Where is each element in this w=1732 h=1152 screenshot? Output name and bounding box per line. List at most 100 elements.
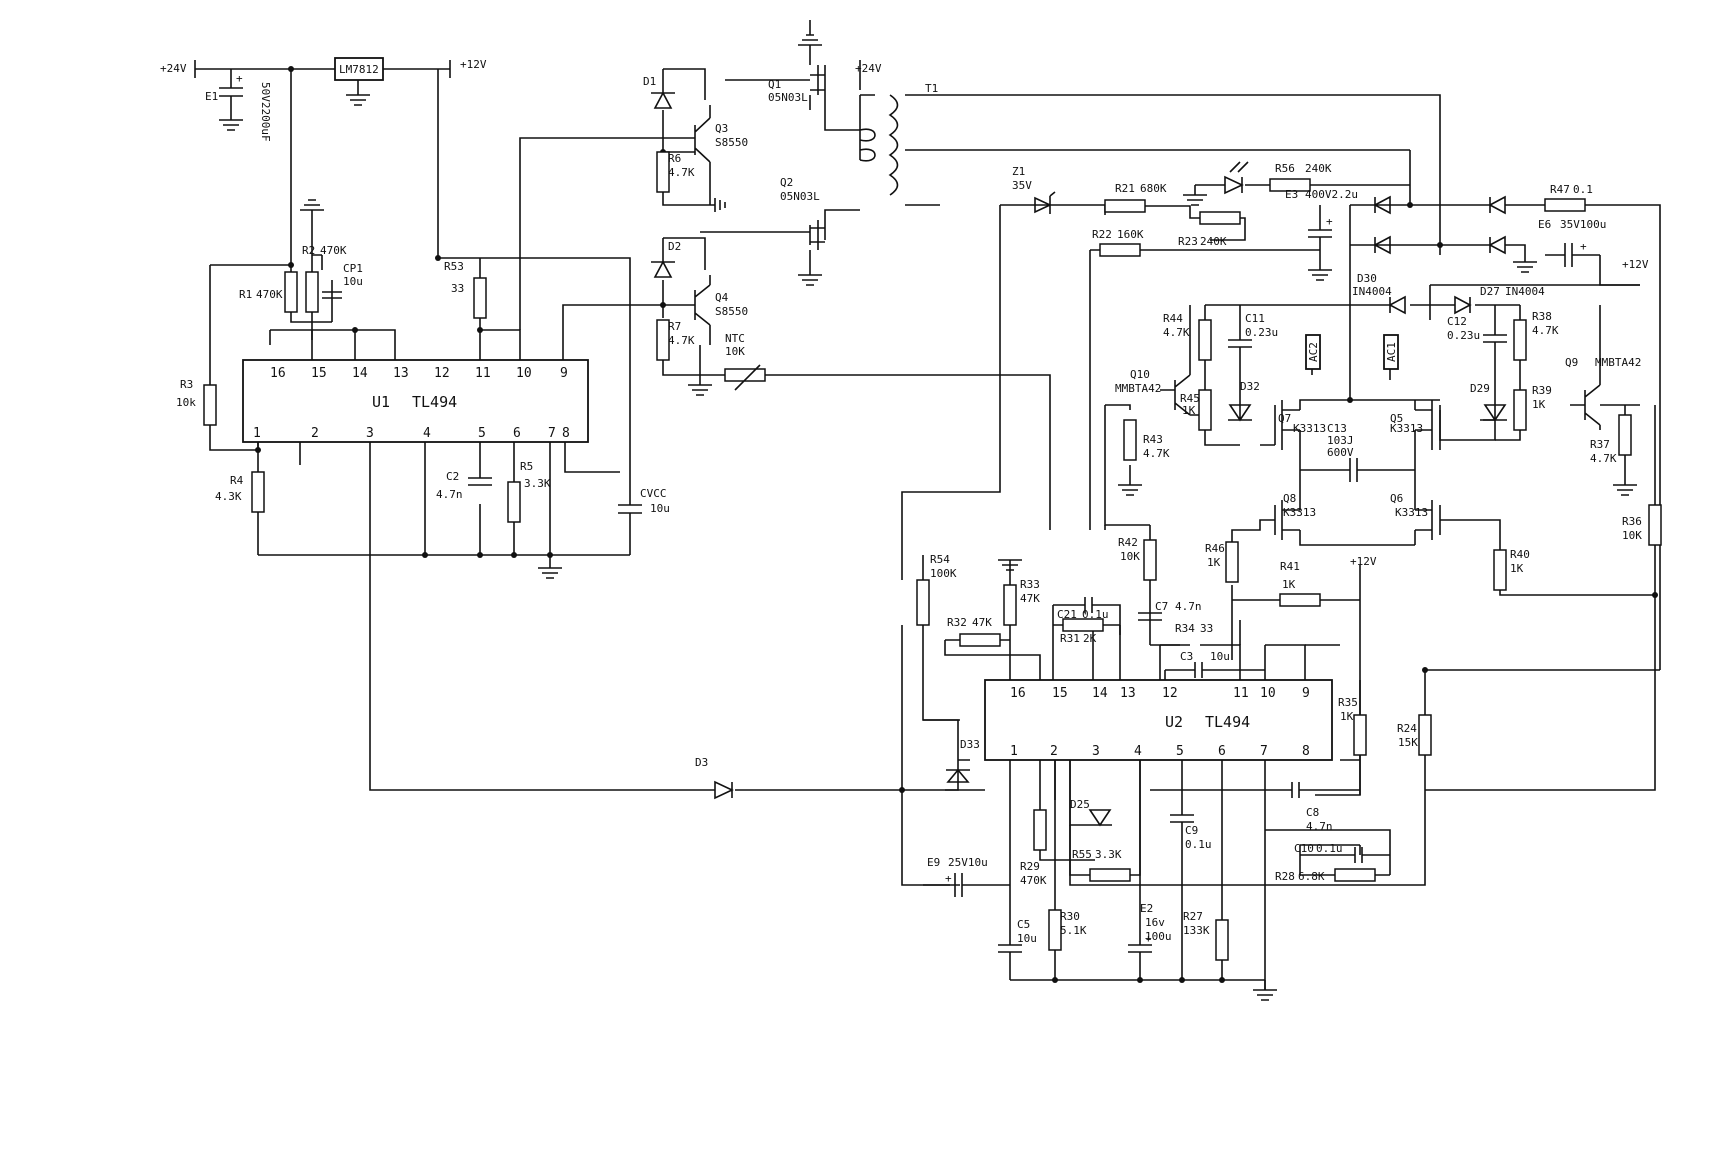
- R32-resistor: [959, 633, 1001, 647]
- C13-value: 103J: [1327, 434, 1354, 447]
- Q7-ref: Q7: [1278, 412, 1291, 425]
- R6-ref: R6: [668, 152, 681, 165]
- C10-ref: C10: [1294, 842, 1314, 855]
- R39-ref: R39: [1532, 384, 1552, 397]
- R21-ref: R21: [1115, 182, 1135, 195]
- u1-pin-6: 6: [513, 426, 521, 441]
- D27-value: IN4004: [1505, 285, 1545, 298]
- u1-section: LM7812 + E1 50V2200uF R1 470K R2 470K CP…: [160, 57, 700, 791]
- Q3-ref: Q3: [715, 122, 728, 135]
- R39-value: 1K: [1532, 398, 1546, 411]
- R34-value: 33: [1200, 622, 1213, 635]
- E9-value: 25V10u: [948, 856, 988, 869]
- R5-resistor: [507, 481, 521, 523]
- AC1-tag: [1383, 334, 1399, 370]
- R53-resistor: [473, 277, 487, 319]
- C13-value2: 600V: [1327, 446, 1354, 459]
- C12-value: 0.23u: [1447, 329, 1480, 342]
- R29-resistor: [1033, 809, 1047, 851]
- C8-ref: C8: [1306, 806, 1319, 819]
- u1-pin-13: 13: [393, 366, 409, 381]
- R45-resistor: [1198, 389, 1212, 431]
- R30-value: 5.1K: [1060, 924, 1087, 937]
- R41-ref: R41: [1280, 560, 1300, 573]
- E9-ref: E9: [927, 856, 940, 869]
- u2-name: U2: [1165, 713, 1183, 731]
- AC2-tag: [1305, 334, 1321, 370]
- svg-text:+: +: [1145, 932, 1152, 945]
- Q6-ref: Q6: [1390, 492, 1403, 505]
- R56-ref: R56: [1275, 162, 1295, 175]
- R46-ref: R46: [1205, 542, 1225, 555]
- R28-ref: R28: [1275, 870, 1295, 883]
- R35-resistor: [1353, 714, 1367, 756]
- R38-value: 4.7K: [1532, 324, 1559, 337]
- Q1-ref: Q1: [768, 78, 781, 91]
- R36-ref: R36: [1622, 515, 1642, 528]
- R54-ref: R54: [930, 553, 950, 566]
- R23-resistor: [1199, 211, 1241, 225]
- R42-ref: R42: [1118, 536, 1138, 549]
- R24-ref: R24: [1397, 722, 1417, 735]
- R37-ref: R37: [1590, 438, 1610, 451]
- D27-ref: D27: [1480, 285, 1500, 298]
- C2-value: 4.7n: [436, 488, 463, 501]
- R41-resistor: [1279, 593, 1321, 607]
- u2-ic: [984, 679, 1333, 761]
- E2-ref: E2: [1140, 902, 1153, 915]
- lm7812-label: LM7812: [339, 63, 379, 76]
- R5-ref: R5: [520, 460, 533, 473]
- R5-value: 3.3K: [524, 477, 551, 490]
- u2-pin-8: 8: [1302, 744, 1310, 759]
- R41-value: 1K: [1282, 578, 1296, 591]
- Q2-value: 05N03L: [780, 190, 820, 203]
- u1-pin-4: 4: [423, 426, 431, 441]
- u2-type: TL494: [1205, 713, 1250, 731]
- C3-value: 10u: [1210, 650, 1230, 663]
- C5-value: 10u: [1017, 932, 1037, 945]
- u1-pin-15: 15: [311, 366, 327, 381]
- R3-value: 10k: [176, 396, 196, 409]
- Q8-value: K3313: [1283, 506, 1316, 519]
- Q5-value: K3313: [1390, 422, 1423, 435]
- R31-ref: R31: [1060, 632, 1080, 645]
- C7-value: 4.7n: [1175, 600, 1202, 613]
- R22-value: 160K: [1117, 228, 1144, 241]
- u1-ic: [242, 359, 589, 443]
- svg-text:+: +: [1326, 215, 1333, 228]
- R2-resistor: [305, 271, 319, 313]
- R46-value: 1K: [1207, 556, 1221, 569]
- R35-value: 1K: [1340, 710, 1354, 723]
- R42-resistor: [1143, 539, 1157, 581]
- C11-value: 0.23u: [1245, 326, 1278, 339]
- R7-value: 4.7K: [668, 334, 695, 347]
- E6-value: 35V100u: [1560, 218, 1606, 231]
- R28-resistor: [1334, 868, 1376, 882]
- u2-pin-12: 12: [1162, 686, 1178, 701]
- C11-ref: C11: [1245, 312, 1265, 325]
- R23-value: 240K: [1200, 235, 1227, 248]
- R33-ref: R33: [1020, 578, 1040, 591]
- R3-ref: R3: [180, 378, 193, 391]
- R27-resistor: [1215, 919, 1229, 961]
- Q9-value: MMBTA42: [1595, 356, 1641, 369]
- R33-value: 47K: [1020, 592, 1040, 605]
- R24-value: 15K: [1398, 736, 1418, 749]
- R56-resistor: [1269, 178, 1311, 192]
- u1-pin-16: 16: [270, 366, 286, 381]
- R23-ref: R23: [1178, 235, 1198, 248]
- D3-ref: D3: [695, 756, 708, 769]
- T1-ref: T1: [925, 82, 938, 95]
- R43-ref: R43: [1143, 433, 1163, 446]
- R53-value: 33: [451, 282, 464, 295]
- Z1-value: 35V: [1012, 179, 1032, 192]
- u2-pin-16: 16: [1010, 686, 1026, 701]
- AC2-label: AC2: [1307, 342, 1320, 362]
- NTC-ref: NTC: [725, 332, 745, 345]
- R27-ref: R27: [1183, 910, 1203, 923]
- R32-value: 47K: [972, 616, 992, 629]
- R53-ref: R53: [444, 260, 464, 273]
- u1-pin-5: 5: [478, 426, 486, 441]
- R22-ref: R22: [1092, 228, 1112, 241]
- u2-pin-5: 5: [1176, 744, 1184, 759]
